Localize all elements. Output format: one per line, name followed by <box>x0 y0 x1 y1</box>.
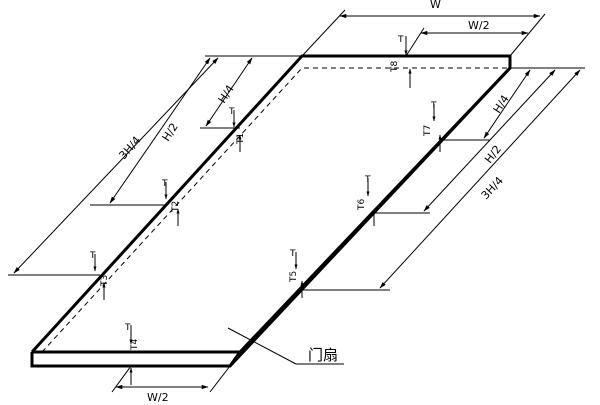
dim-bottom-half-width: W/2 <box>111 365 231 404</box>
left-quarter-label: H/4 <box>216 83 237 106</box>
half-width-bottom-label: W/2 <box>147 391 169 404</box>
left-three-quarter-label: 3H/4 <box>116 134 143 162</box>
svg-text:T: T <box>364 175 371 185</box>
svg-text:T: T <box>289 249 296 259</box>
svg-text:T2: T2 <box>171 201 181 213</box>
svg-text:T: T <box>228 107 235 117</box>
left-half-label: H/2 <box>160 121 181 144</box>
door-leaf-callout: 门扇 <box>227 327 344 365</box>
slab-front-edge <box>30 66 512 368</box>
svg-text:T: T <box>89 251 96 261</box>
right-quarter-label: H/4 <box>491 93 512 116</box>
measure-point-t5: T T5 <box>289 249 304 298</box>
right-half-label: H/2 <box>482 143 504 166</box>
measure-point-t3: T T3 <box>89 251 110 300</box>
measure-point-t6: T T6 <box>357 175 376 226</box>
svg-text:T1: T1 <box>236 133 246 145</box>
measure-point-t7: T T7 <box>423 101 442 152</box>
measure-point-t8: T T8 <box>390 35 412 88</box>
slab-hidden-edges <box>41 67 510 353</box>
door-leaf-label: 门扇 <box>308 346 338 364</box>
measure-point-t4: T T4 <box>124 323 140 385</box>
measure-point-t1: T T1 <box>228 107 246 152</box>
right-three-quarter-label: 3H/4 <box>479 174 506 202</box>
slab-front-corner <box>228 351 242 367</box>
svg-text:T8: T8 <box>390 61 400 73</box>
svg-text:T6: T6 <box>357 199 367 211</box>
door-slab <box>30 54 512 368</box>
width-label: W <box>430 0 441 11</box>
svg-text:T5: T5 <box>289 271 299 283</box>
svg-text:T7: T7 <box>423 125 433 137</box>
half-width-label: W/2 <box>468 19 490 32</box>
svg-text:T: T <box>124 323 131 333</box>
svg-text:T4: T4 <box>130 339 140 351</box>
dim-left-heights: H/4 H/2 3H/4 <box>8 55 302 276</box>
svg-text:T3: T3 <box>100 275 110 287</box>
svg-text:T: T <box>397 35 404 45</box>
dim-top-width: W W/2 <box>301 0 546 57</box>
svg-text:T: T <box>430 101 437 111</box>
slab-top-face <box>30 54 512 354</box>
dim-right-heights: H/4 H/2 3H/4 <box>300 67 585 291</box>
measure-point-t2: T T2 <box>161 179 181 226</box>
svg-text:T: T <box>161 179 168 189</box>
